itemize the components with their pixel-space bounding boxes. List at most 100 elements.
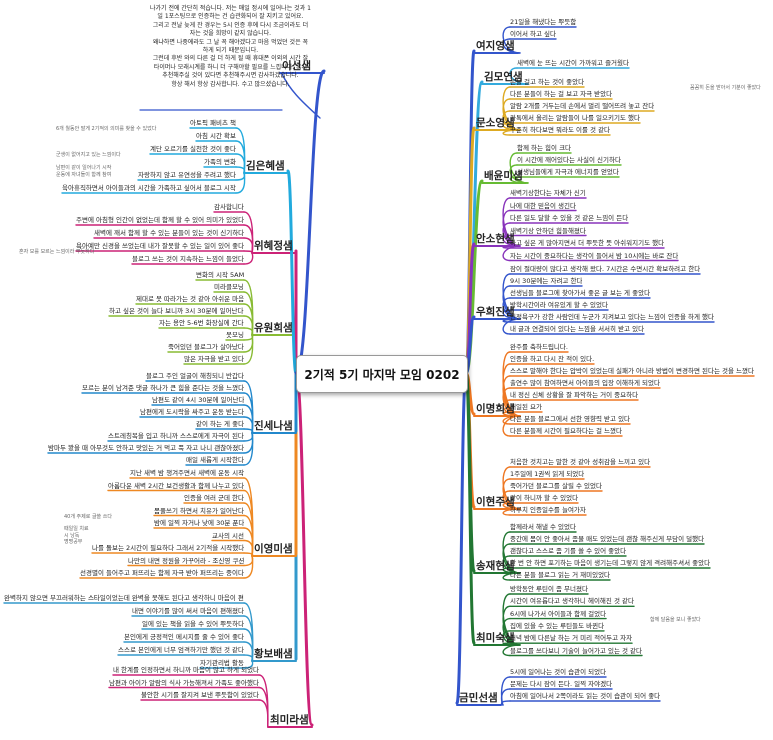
branch-item[interactable]: 잠이 절대량이 많다고 생각해 왔다. 7시간은 수면시간 확보하려고 한다	[510, 265, 701, 273]
branch-item[interactable]: 욕아예만 신경을 쓰었는데 내가 잘못할 수 있는 일이 있어 좋다	[76, 242, 245, 250]
branch-item[interactable]: 출연수 많이 참여하면서 아이들의 입장 이해하게 되었다	[510, 379, 660, 387]
branch-item[interactable]: 일에 있는 책을 읽을 수 있어 뿌듯하다	[142, 620, 245, 628]
branch-name[interactable]: 위혜정샘	[254, 240, 293, 252]
branch-item[interactable]: 자랑하지 않고 유연성을 주려고 했다	[138, 171, 236, 179]
branch-item[interactable]: 완주를 축하드립니다.	[510, 343, 568, 351]
branch-item[interactable]: 아침 시간 확보	[196, 132, 237, 140]
branch-item[interactable]: 내 한계를 인정하면서 하니까 마음이 많고 하게 되었다	[113, 666, 260, 674]
branch-item[interactable]: 나에 대한 믿음이 생긴다	[510, 201, 576, 210]
branch-name[interactable]: 배윤미샘	[484, 170, 523, 182]
branch-item[interactable]: 하루치 인증일수를 늘여가자	[510, 506, 586, 514]
branch-item[interactable]: 내 정신 신체 상황을 잘 파악하는 거이 중요하다	[510, 391, 639, 399]
branch-item[interactable]: 다른 분들 블로그 읽는 거 재미있었다	[510, 571, 611, 579]
branch-item[interactable]: 새벽에 눈 뜨는 시간이 가까워고 즐거웠다	[517, 59, 629, 67]
branch-item[interactable]: 나를 돌보는 2시간이 필요하다 그래서 2기적을 시작했다	[92, 544, 245, 552]
branch-item[interactable]: 함께라서 해낼 수 있었다	[510, 523, 576, 531]
branch-item[interactable]: 선생님들 블로그에 찾아가서 좋은 글 보는 게 좋았다	[510, 289, 651, 297]
branch-item[interactable]: 아롬다운 새벽 2시간 보건생활과 함께 나누고 있다	[108, 481, 245, 490]
branch-item[interactable]: 블로그 쓰는 것이 지속하는 느낌이 들었다	[132, 255, 244, 263]
branch-name[interactable]: 이선샘	[282, 60, 311, 72]
branch-name[interactable]: 진세나샘	[254, 420, 293, 432]
branch-item[interactable]: 같이 하는 게 좋다	[196, 420, 245, 428]
branch-item[interactable]: 밤마두 봤을 때 아무것도 안하고 맛있는 거 먹고 푹 자고 나니 괜찮아졌다	[48, 444, 245, 452]
branch-item[interactable]: 선생님들에게 자극과 에너지를 얻었다	[517, 168, 619, 176]
branch-item[interactable]: 인증을 여러 군데 한다	[184, 494, 245, 502]
branch-item[interactable]: 몸풀쓰기 하면서 치유가 일어난다	[154, 506, 244, 515]
branch-item[interactable]: 다른 분들이 하는 걸 보고 자극 받았다	[510, 90, 613, 98]
branch-item[interactable]: 밤에 일찍 자거나 낮에 30분 푼다	[154, 519, 245, 527]
branch-item[interactable]: 자는 시간이 중요하다는 생각이 들어서 밤 10시에는 바로 잔다	[510, 251, 679, 260]
branch-item[interactable]: 다른 일도 달할 수 있을 것 같은 느낌이 든다	[510, 214, 629, 222]
branch-item[interactable]: 제대로 못 따라가는 것 같아 아쉬운 마음	[136, 295, 245, 303]
branch-item[interactable]: 블로그 주인 얼굴이 해칭되니 반갑다	[146, 372, 244, 380]
branch-item[interactable]: 같이 하니까 할 수 있었다	[510, 494, 579, 502]
branch-item[interactable]: 자는 용안 5-6번 화장실에 간다	[159, 319, 244, 327]
branch-name[interactable]: 최미라샘	[270, 714, 309, 726]
branch-item[interactable]: 저녁 밤에 다른날 하는 거 미리 적어두고 자자	[510, 634, 633, 643]
branch-item[interactable]: 매일된 요가	[510, 403, 542, 411]
branch-item[interactable]: 21일을 해냈다는 뿌듯함	[510, 18, 577, 26]
branch-item[interactable]: 자기관리법 활동	[200, 659, 244, 667]
branch-item[interactable]: 새벽기상한다는 자체가 신기	[510, 189, 586, 197]
branch-item[interactable]: 새벽에 깨서 함께 할 수 있는 분들이 있는 것이 신기하다	[94, 229, 245, 237]
branch-item[interactable]: 한 번 안 하면 포기하는 마음이 생기는데 그렇지 않게 격려해주셔서 좋았다	[510, 559, 711, 567]
branch-item[interactable]: 중간에 몸이 안 좋아서 좀물 매도 있었는데 괜찮 해주신게 부담이 덜했다	[510, 535, 705, 543]
branch-item[interactable]: 변화의 시작 5AM	[196, 271, 245, 279]
branch-item[interactable]: 미라클모닝	[214, 283, 244, 291]
branch-item[interactable]: 이어서 하고 싶다	[510, 30, 556, 38]
branch-item[interactable]: 다른 분들께 시간이 필요하다는 걸 느꼈다	[510, 427, 622, 435]
branch-item[interactable]: 9시 30분에는 자려고 한다	[510, 277, 583, 285]
branch-item[interactable]: 인정욕구가 강한 사람인데 누군가 지켜보고 있다는 느낌이 인증을 하게 했다	[510, 313, 714, 321]
branch-item[interactable]: 본인에게 긍정적인 메시지를 줄 수 있어 좋다	[124, 633, 245, 641]
branch-item[interactable]: 완벽하지 않으면 부끄러워하는 스타일이었는데 완벽을 못해도 된다고 생각하니…	[4, 594, 244, 602]
branch-item[interactable]: 방학시간이라 여유있게 할 수 있었다	[510, 301, 608, 309]
branch-name[interactable]: 이영미샘	[254, 543, 293, 555]
branch-item[interactable]: 5시에 일어나는 것이 습관이 되었다	[510, 668, 607, 676]
branch-item[interactable]: 육아휴직하면서 아이들과의 시간을 가족하고 싶어서 블로그 시작	[62, 184, 236, 192]
center-topic[interactable]: 2기적 5기 마지막 모임 0202	[296, 355, 468, 393]
branch-item[interactable]: 죽어가던 블로그를 살릴 수 있었다	[510, 482, 602, 490]
branch-item[interactable]: 문제는 다시 잠이 든다. 일찍 자야겠다	[510, 680, 613, 688]
branch-item[interactable]: 1주일에 1권씩 읽게 되었다	[510, 470, 585, 478]
branch-item[interactable]: 방학동안 루틴이 좀 무너졌다	[510, 585, 588, 593]
branch-item[interactable]: 스트레칭복을 입고 하니까 스스로에게 자극이 된다	[108, 432, 244, 440]
branch-item[interactable]: 못모닝	[226, 331, 244, 339]
branch-item[interactable]: 남편과 아이가 알람의 식사 가능해져서 가족도 좋아했다	[109, 678, 259, 687]
branch-item[interactable]: 시간이 여유롭다고 생각하니 헤이해진 것 같다	[510, 597, 634, 606]
branch-item[interactable]: 내면 이야기를 많이 써서 마음이 편해졌다	[132, 607, 244, 615]
branch-name[interactable]: 안소현샘	[476, 233, 515, 245]
branch-name[interactable]: 최미숙샘	[476, 632, 515, 644]
branch-item[interactable]: 인증을 하고 다시 잔 적이 있다.	[510, 355, 595, 363]
branch-item[interactable]: 괜찮다고 스스로 좀 기를 쓸 수 있어 좋았다	[510, 547, 627, 555]
branch-name[interactable]: 김은혜샘	[246, 160, 285, 172]
branch-item[interactable]: 하고 싶은 것이 늘다 보니까 3시 30분에 일어난다	[109, 307, 244, 315]
branch-item[interactable]: 계단 오르기를 실천한 것이 좋다	[150, 145, 237, 153]
branch-name[interactable]: 황보배샘	[254, 648, 293, 660]
branch-item[interactable]: 죽어있던 블로그가 살아났다	[168, 343, 244, 351]
branch-item[interactable]: 카톡에서 올리는 알람들이 나를 일으키기도 했다	[510, 114, 640, 122]
branch-item[interactable]: 주변에 아침형 인간이 없었는데 함께 할 수 있어 의미가 있었다	[76, 216, 245, 224]
branch-name[interactable]: 문소영샘	[476, 117, 515, 129]
branch-item[interactable]: 불안한 시기를 잘지켜 보낸 뿌듯함이 있었다	[141, 691, 259, 699]
branch-item[interactable]: 다른 분들 블로그에서 선한 영향력 받고 있다	[510, 415, 631, 423]
branch-item[interactable]: 하고 싶은 게 많아지면서 더 뿌듯한 뜻 아쉬워지기도 했다	[510, 239, 665, 247]
branch-item[interactable]: 아토픽 패비츠 책	[190, 119, 236, 127]
branch-item[interactable]: 선경별이 들어주고 퍼뜨리는 함께 자극 받아 퍼뜨리는 중이다	[80, 569, 244, 577]
branch-item[interactable]: 함께 하는 힘이 크다	[517, 144, 572, 152]
branch-item[interactable]: 매일 새롭게 시작한다	[186, 456, 244, 464]
branch-name[interactable]: 이현주샘	[476, 496, 515, 508]
branch-item[interactable]: 교사의 시선	[212, 531, 244, 540]
branch-name[interactable]: 금민선샘	[459, 692, 498, 704]
branch-item[interactable]: 아침에 일어나서 2쪽이라도 읽는 것이 습관이 되어 좋다	[510, 692, 661, 700]
branch-item[interactable]: 나만의 내면 정원을 가꾸어라 - 조신영 쿠션	[128, 556, 245, 565]
branch-item[interactable]: 가족의 변화	[204, 158, 236, 166]
branch-name[interactable]: 우희진샘	[476, 306, 515, 318]
branch-item[interactable]: 스스로 본인에게 너무 엄격하기만 했던 것 같다	[118, 646, 245, 654]
branch-item[interactable]: 남편도 같이 4시 30분에 일어난다	[152, 396, 245, 404]
branch-item[interactable]: 내 글과 연결되어 있다는 느낌을 서서히 받고 있다	[510, 325, 645, 333]
branch-item[interactable]: 처음한 것치고는 말한 것 같아 성취감을 느끼고 있다	[510, 458, 651, 466]
branch-name[interactable]: 이명희샘	[476, 403, 515, 415]
branch-item[interactable]: 집에 있을 수 있는 루틴들도 바뀐다	[510, 621, 605, 630]
branch-item[interactable]: 남편에게 도시락을 싸주고 운동 받는다	[140, 408, 244, 416]
branch-item[interactable]: 모르는 분이 남겨준 댓글 하나가 큰 힘을 준다는 것을 느꼈다	[82, 384, 245, 392]
